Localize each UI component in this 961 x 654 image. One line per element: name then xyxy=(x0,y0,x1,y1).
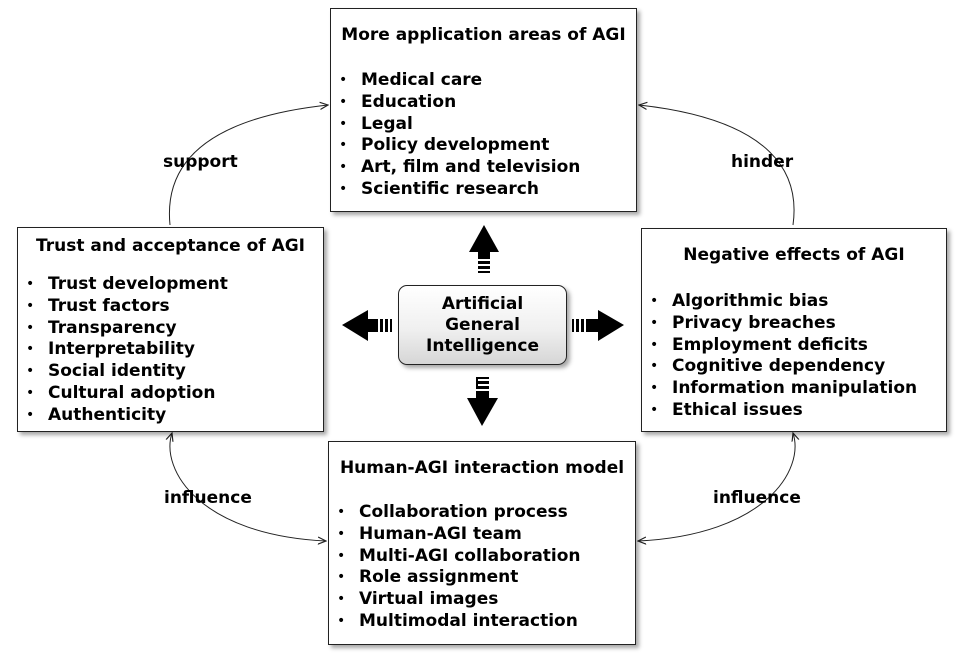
list-item: Transparency xyxy=(18,318,323,340)
hinder-label: hinder xyxy=(731,152,794,172)
arrow-up xyxy=(469,225,499,273)
negative-effects-box: Negative effects of AGI Algorithmic bias… xyxy=(641,228,947,432)
arrow-left xyxy=(342,310,392,341)
list-item: Scientific research xyxy=(331,179,636,201)
list-item: Interpretability xyxy=(18,339,323,361)
list-item: Ethical issues xyxy=(642,400,946,422)
negative-effects-list: Algorithmic bias Privacy breaches Employ… xyxy=(642,291,946,422)
influence-left-connector xyxy=(170,433,326,541)
list-item: Medical care xyxy=(331,70,636,92)
list-item: Trust development xyxy=(18,274,323,296)
box-title: Human-AGI interaction model xyxy=(339,458,625,478)
hinder-connector xyxy=(639,105,795,226)
list-item: Algorithmic bias xyxy=(642,291,946,313)
list-item: Human-AGI team xyxy=(329,524,635,546)
list-item: Role assignment xyxy=(329,567,635,589)
center-label: Artificial General Intelligence xyxy=(426,293,539,356)
box-title: More application areas of AGI xyxy=(341,25,626,45)
list-item: Cultural adoption xyxy=(18,383,323,405)
box-title: Trust and acceptance of AGI xyxy=(35,236,306,256)
influence-right-label: influence xyxy=(713,488,801,508)
support-connector xyxy=(168,105,328,226)
influence-right-connector xyxy=(638,433,795,541)
trust-acceptance-box: Trust and acceptance of AGI Trust develo… xyxy=(17,227,324,432)
list-item: Policy development xyxy=(331,135,636,157)
list-item: Multimodal interaction xyxy=(329,611,635,633)
application-areas-box: More application areas of AGI Medical ca… xyxy=(330,8,637,212)
list-item: Social identity xyxy=(18,361,323,383)
list-item: Privacy breaches xyxy=(642,313,946,335)
list-item: Collaboration process xyxy=(329,502,635,524)
list-item: Cognitive dependency xyxy=(642,356,946,378)
list-item: Employment deficits xyxy=(642,335,946,357)
list-item: Education xyxy=(331,92,636,114)
influence-left-label: influence xyxy=(164,488,252,508)
list-item: Authenticity xyxy=(18,405,323,427)
support-label: support xyxy=(163,152,238,172)
list-item: Trust factors xyxy=(18,296,323,318)
interaction-model-box: Human-AGI interaction model Collaboratio… xyxy=(328,441,636,645)
list-item: Multi-AGI collaboration xyxy=(329,546,635,568)
list-item: Art, film and television xyxy=(331,157,636,179)
arrow-right xyxy=(572,310,624,341)
list-item: Virtual images xyxy=(329,589,635,611)
list-item: Information manipulation xyxy=(642,378,946,400)
agi-center-node: Artificial General Intelligence xyxy=(398,285,567,365)
application-areas-list: Medical care Education Legal Policy deve… xyxy=(331,70,636,201)
interaction-model-list: Collaboration process Human-AGI team Mul… xyxy=(329,502,635,633)
list-item: Legal xyxy=(331,114,636,136)
arrow-down xyxy=(467,377,498,426)
trust-acceptance-list: Trust development Trust factors Transpar… xyxy=(18,274,323,427)
box-title: Negative effects of AGI xyxy=(683,245,905,265)
